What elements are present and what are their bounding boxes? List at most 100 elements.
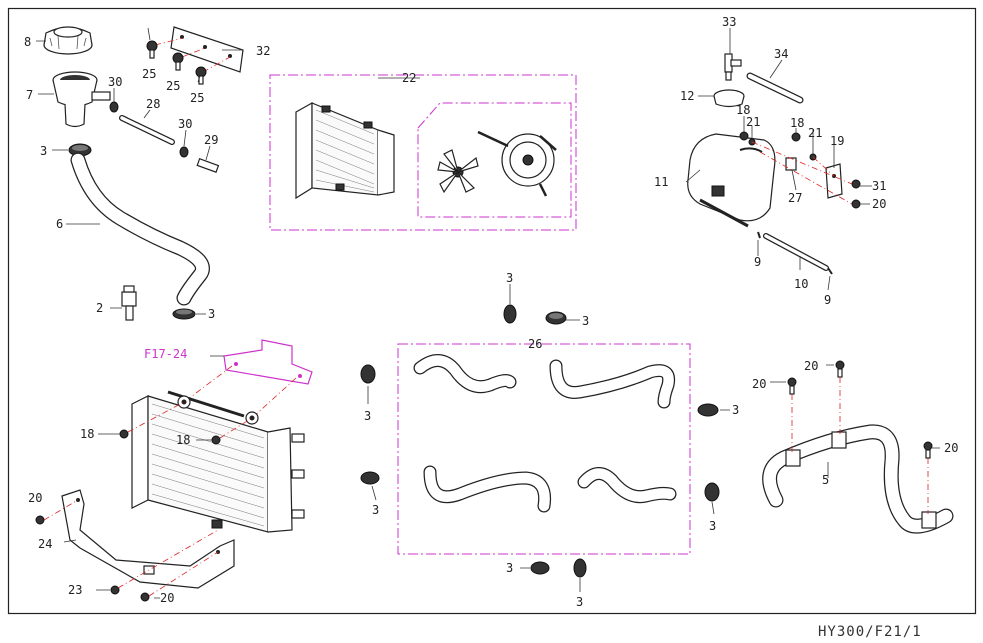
diagram-frame [7, 7, 977, 615]
hose-clamp-3c [503, 304, 517, 324]
grommet-part-18d [211, 435, 221, 445]
callout-19: 19 [830, 134, 844, 148]
breather-tube-34 [746, 72, 804, 104]
fan-subgroup-outline [417, 102, 572, 218]
fan-shroud [477, 130, 557, 197]
callout-11: 11 [654, 175, 668, 189]
callout-3j: 3 [576, 595, 583, 609]
callout-21b: 21 [808, 126, 822, 140]
callout-12: 12 [680, 89, 694, 103]
callout-5: 5 [822, 473, 829, 487]
callout-20e: 20 [804, 359, 818, 373]
callout-25a: 25 [142, 67, 156, 81]
drain-tube-10 [763, 233, 829, 271]
callout-34: 34 [774, 47, 788, 61]
callout-20c: 20 [160, 591, 174, 605]
hose-clamp-3h [704, 482, 720, 502]
callout-3e: 3 [364, 409, 371, 423]
collar-part-27 [785, 157, 797, 171]
callout-33: 33 [722, 15, 736, 29]
callout-18b: 18 [790, 116, 804, 130]
callout-20a: 20 [872, 197, 886, 211]
callout-25b: 25 [166, 79, 180, 93]
hose-clamp-3e [360, 364, 376, 384]
callout-32: 32 [256, 44, 270, 58]
bracket-f17-24 [223, 339, 313, 385]
callout-24: 24 [38, 537, 52, 551]
callout-f17-24: F17-24 [144, 347, 187, 361]
radiator-main [131, 390, 305, 533]
bracket-part-19 [825, 163, 843, 199]
callout-3d: 3 [582, 314, 589, 328]
group-22-outline [269, 74, 577, 231]
hose-26a [413, 354, 517, 394]
hose-clamp-3g [697, 403, 719, 417]
grommet-part-18b [791, 132, 801, 142]
callout-20d: 20 [752, 377, 766, 391]
bolt-part-20e [835, 360, 845, 378]
callout-3f: 3 [372, 503, 379, 517]
bypass-tube-28 [119, 115, 175, 145]
upper-hose-6 [70, 152, 210, 306]
hose-clamp-3d [545, 311, 567, 325]
bolt-part-23 [110, 585, 120, 595]
reserve-tank-11 [687, 133, 776, 228]
bolt-part-25a [146, 40, 158, 59]
bolt-part-20d [787, 377, 797, 395]
clip-part-30a [109, 101, 119, 113]
clip-part-30b [179, 146, 189, 158]
callout-8: 8 [24, 35, 31, 49]
group-26-outline [397, 343, 691, 555]
callout-2: 2 [96, 301, 103, 315]
callout-6: 6 [56, 217, 63, 231]
hose-26d [577, 467, 677, 504]
bolt-part-20f [923, 441, 933, 459]
callout-18d: 18 [176, 433, 190, 447]
hose-clamp-3j [573, 558, 587, 578]
callout-28: 28 [146, 97, 160, 111]
callout-29: 29 [204, 133, 218, 147]
callout-31: 31 [872, 179, 886, 193]
callout-7: 7 [26, 88, 33, 102]
callout-3i: 3 [506, 561, 513, 575]
callout-18a: 18 [736, 103, 750, 117]
callout-22: 22 [402, 71, 416, 85]
bolt-part-20b [35, 515, 45, 525]
callout-3g: 3 [732, 403, 739, 417]
hose-clamp-3i [530, 561, 550, 575]
clip-part-9b [827, 267, 833, 275]
grommet-part-18a [739, 131, 749, 141]
callout-25c: 25 [190, 91, 204, 105]
bracket-plate-32 [170, 26, 244, 73]
callout-18c: 18 [80, 427, 94, 441]
callout-30b: 30 [178, 117, 192, 131]
hose-clamp-3f [360, 471, 380, 485]
callout-27: 27 [788, 191, 802, 205]
bolt-part-25c [195, 66, 207, 85]
callout-9b: 9 [824, 293, 831, 307]
joint-part-29 [196, 157, 220, 173]
callout-9a: 9 [754, 255, 761, 269]
callout-3b: 3 [208, 307, 215, 321]
hose-clamp-3a [68, 143, 92, 157]
callout-10: 10 [794, 277, 808, 291]
callout-20f: 20 [944, 441, 958, 455]
bolt-part-31 [851, 179, 861, 189]
radiator-assy-22 [295, 101, 395, 200]
diagram-code: HY300/F21/1 [818, 624, 922, 640]
thermo-switch-2 [121, 285, 137, 321]
hose-26c [423, 465, 552, 513]
hose-joint-33 [724, 53, 742, 81]
callout-3a: 3 [40, 144, 47, 158]
hose-clamp-3b [172, 308, 196, 320]
grommet-part-18c [119, 429, 129, 439]
clip-part-9a [757, 231, 761, 239]
callout-3c: 3 [506, 271, 513, 285]
callout-30a: 30 [108, 75, 122, 89]
radiator-cap [43, 26, 93, 55]
callout-3h: 3 [709, 519, 716, 533]
filler-neck [52, 71, 111, 128]
callout-21a: 21 [746, 115, 760, 129]
lower-hose-5 [762, 424, 954, 534]
